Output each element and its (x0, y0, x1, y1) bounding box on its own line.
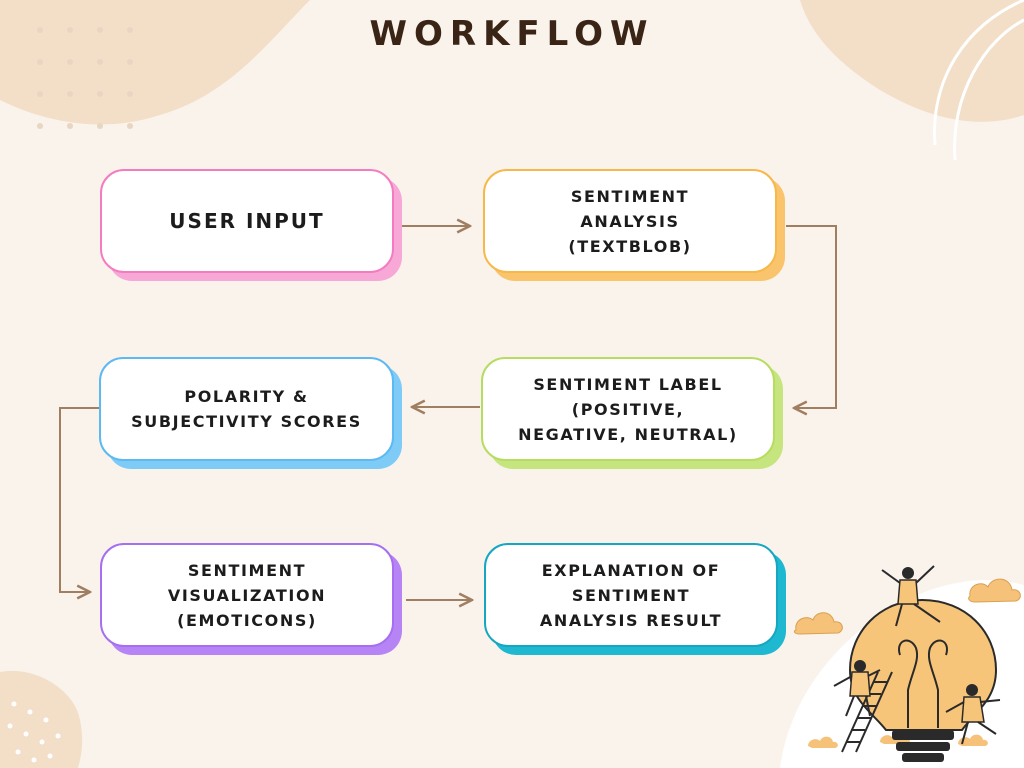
person-icon (881, 565, 941, 627)
node-box: SENTIMENT LABEL (POSITIVE, NEGATIVE, NEU… (481, 357, 775, 461)
node-polarity-scores: POLARITY & SUBJECTIVITY SCORES (99, 357, 402, 469)
top-left-blob (0, 0, 310, 125)
node-user-input: USER INPUT (100, 169, 402, 281)
node-label: POLARITY & SUBJECTIVITY SCORES (131, 387, 362, 431)
bottom-left-dots (7, 701, 61, 763)
node-box: POLARITY & SUBJECTIVITY SCORES (99, 357, 394, 461)
node-box: SENTIMENT ANALYSIS (TEXTBLOB) (483, 169, 777, 273)
lightbulb-icon (848, 598, 998, 762)
node-label: USER INPUT (169, 208, 325, 233)
node-box: SENTIMENT VISUALIZATION (EMOTICONS) (100, 543, 394, 647)
cloud-icon (968, 578, 1021, 603)
node-sentiment-visualization: SENTIMENT VISUALIZATION (EMOTICONS) (100, 543, 402, 655)
node-explanation: EXPLANATION OF SENTIMENT ANALYSIS RESULT (484, 543, 786, 655)
person-icon (833, 660, 881, 717)
node-sentiment-analysis: SENTIMENT ANALYSIS (TEXTBLOB) (483, 169, 785, 281)
page-title: WORKFLOW (369, 14, 655, 54)
bottom-left-blob (0, 670, 83, 768)
cloud-icon (793, 612, 843, 635)
node-label: SENTIMENT LABEL (POSITIVE, NEGATIVE, NEU… (518, 374, 738, 444)
node-sentiment-label: SENTIMENT LABEL (POSITIVE, NEGATIVE, NEU… (481, 357, 783, 469)
node-label: SENTIMENT VISUALIZATION (EMOTICONS) (167, 560, 327, 630)
person-icon (945, 684, 1001, 745)
top-right-rings (933, 0, 1024, 161)
arrow-sentiment-analysis-to-sentiment-label (786, 225, 837, 408)
node-label: EXPLANATION OF SENTIMENT ANALYSIS RESULT (539, 560, 723, 630)
dot-grid-decoration (37, 27, 133, 129)
node-box: EXPLANATION OF SENTIMENT ANALYSIS RESULT (484, 543, 778, 647)
node-box: USER INPUT (100, 169, 394, 273)
node-label: SENTIMENT ANALYSIS (TEXTBLOB) (568, 186, 692, 256)
top-right-blob (800, 0, 1024, 122)
arrow-polarity-scores-to-sentiment-visualization (59, 407, 100, 592)
